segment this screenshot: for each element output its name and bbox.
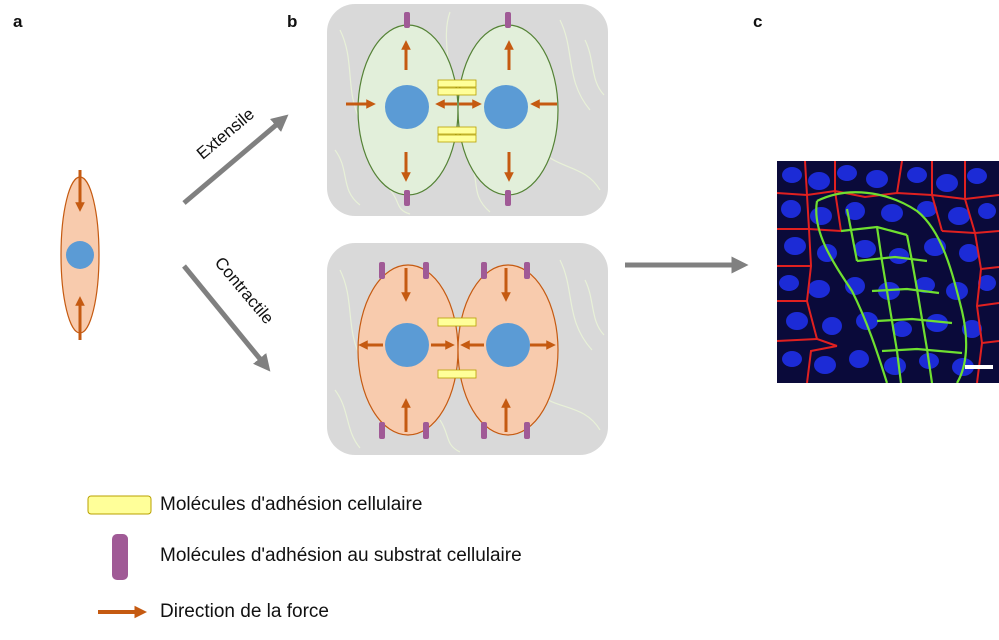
legend-cell-adhesion-swatch (87, 495, 152, 515)
substrate-adhesion-molecules (404, 12, 511, 206)
single-cell (60, 170, 100, 340)
legend-label-cell-adhesion: Molécules d'adhésion cellulaire (160, 494, 423, 515)
legend-label-force-direction: Direction de la force (160, 601, 329, 622)
substrate-adhesion-molecules (379, 262, 530, 439)
contractile-arrow (182, 264, 271, 372)
cell-adhesion-molecules (437, 317, 477, 379)
force-arrows (346, 40, 557, 182)
extensile-arrow (182, 114, 289, 205)
green-membranes (815, 191, 968, 383)
force-arrows (358, 268, 556, 432)
nucleus (486, 323, 530, 367)
nucleus (484, 85, 528, 129)
nucleus (66, 241, 94, 269)
extensile-label: Extensile (193, 104, 258, 163)
legend-substrate-adhesion-swatch (112, 534, 128, 580)
panel-label-b: b (287, 12, 298, 31)
red-membranes (777, 161, 999, 383)
nucleus (385, 85, 429, 129)
nucleus (385, 323, 429, 367)
panel-label-a: a (13, 12, 23, 31)
legend-label-substrate-adhesion: Molécules d'adhésion au substrat cellula… (160, 545, 522, 566)
scale-bar (965, 365, 993, 369)
contractile-panel (327, 243, 608, 455)
extensile-panel (327, 4, 608, 216)
cell-adhesion-molecules (437, 79, 477, 143)
panel-label-c: c (753, 12, 763, 31)
contractile-label: Contractile (211, 253, 278, 327)
microscopy-image (777, 161, 999, 383)
